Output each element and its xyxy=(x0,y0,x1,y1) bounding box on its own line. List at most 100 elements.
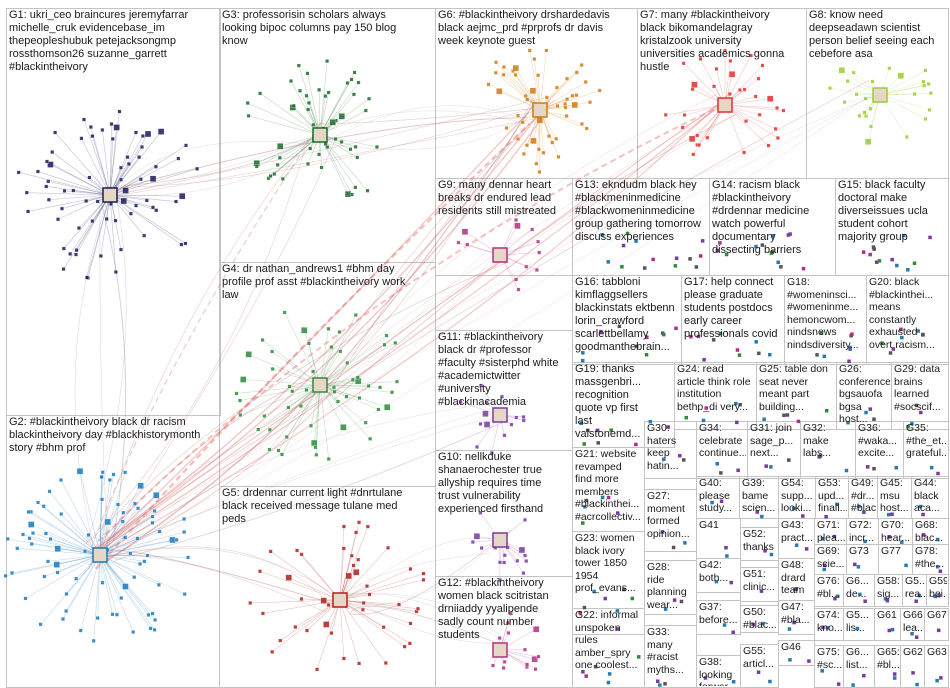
node xyxy=(807,659,811,663)
node xyxy=(345,395,349,399)
node xyxy=(383,343,387,347)
node xyxy=(895,264,899,268)
node xyxy=(186,556,190,560)
node xyxy=(754,95,758,99)
node xyxy=(523,554,527,558)
node xyxy=(292,104,296,108)
node xyxy=(175,538,179,542)
node xyxy=(535,268,539,272)
node xyxy=(65,592,69,596)
node xyxy=(238,399,242,403)
group-label-g58: G58: sig... xyxy=(877,575,901,600)
node xyxy=(268,448,272,452)
node xyxy=(685,416,689,420)
node xyxy=(121,198,127,204)
node xyxy=(513,65,519,71)
node xyxy=(522,152,526,156)
node xyxy=(258,570,262,574)
node xyxy=(904,564,908,568)
node xyxy=(68,252,72,256)
node xyxy=(269,174,273,178)
node xyxy=(357,662,361,666)
node xyxy=(183,592,187,596)
node xyxy=(101,581,105,585)
node xyxy=(837,682,841,686)
node xyxy=(913,261,917,265)
node xyxy=(724,546,728,550)
node xyxy=(55,546,61,552)
node xyxy=(16,547,20,551)
node xyxy=(868,253,872,256)
node xyxy=(324,142,328,146)
group-label-g11: G11: #blackintheivory black dr #professo… xyxy=(438,331,571,409)
edge xyxy=(260,93,320,135)
group-label-g43: G43: pract... xyxy=(781,519,813,544)
node xyxy=(115,613,119,617)
node xyxy=(523,648,527,652)
node xyxy=(39,623,43,627)
node xyxy=(258,92,262,96)
node xyxy=(325,59,329,63)
node xyxy=(10,571,14,575)
node xyxy=(929,91,933,95)
node xyxy=(30,542,34,546)
node xyxy=(588,100,592,104)
node xyxy=(702,358,706,362)
node xyxy=(184,144,188,148)
node xyxy=(72,189,76,193)
node xyxy=(308,147,312,151)
edge xyxy=(540,50,546,110)
node xyxy=(537,655,541,659)
node xyxy=(927,82,931,86)
node xyxy=(75,248,79,252)
node xyxy=(91,219,95,223)
group-label-g10: G10: nellkduke shanaerochester true ally… xyxy=(438,451,571,516)
node xyxy=(89,125,93,129)
edge xyxy=(340,580,424,600)
node xyxy=(537,117,543,123)
node xyxy=(651,258,655,262)
node xyxy=(240,376,246,382)
node xyxy=(403,645,407,649)
group-label-g49: G49: #dr... #blac... xyxy=(851,477,876,515)
node xyxy=(122,584,128,590)
node xyxy=(762,417,766,421)
node xyxy=(390,391,394,395)
node xyxy=(585,127,589,131)
group-label-g15: G15: black faculty doctoral make diverse… xyxy=(838,179,947,244)
node xyxy=(563,102,567,106)
edge xyxy=(102,130,110,195)
node xyxy=(36,501,40,505)
node xyxy=(56,218,60,222)
node xyxy=(395,380,399,384)
node xyxy=(565,77,569,81)
node xyxy=(277,143,283,149)
node xyxy=(142,234,146,238)
node xyxy=(17,171,21,175)
node xyxy=(354,145,358,149)
node xyxy=(823,355,827,359)
node xyxy=(109,202,113,206)
node xyxy=(774,127,778,130)
group-label-g69: G69: scie... xyxy=(817,545,845,570)
node xyxy=(580,122,584,126)
node xyxy=(85,276,89,280)
group-label-g6c: G6... list... xyxy=(846,646,873,671)
group-label-g39: G39: bame scien... xyxy=(742,477,777,515)
node xyxy=(502,73,506,77)
node xyxy=(510,423,514,427)
node xyxy=(334,137,338,141)
node xyxy=(525,265,529,269)
node xyxy=(522,419,526,423)
node xyxy=(6,537,10,541)
node xyxy=(327,603,331,607)
node xyxy=(716,462,720,466)
node xyxy=(43,575,47,579)
node xyxy=(169,537,175,543)
node xyxy=(905,135,909,139)
node xyxy=(179,193,185,199)
node xyxy=(893,676,897,680)
node xyxy=(261,338,265,342)
node xyxy=(584,80,588,84)
node xyxy=(367,384,371,388)
